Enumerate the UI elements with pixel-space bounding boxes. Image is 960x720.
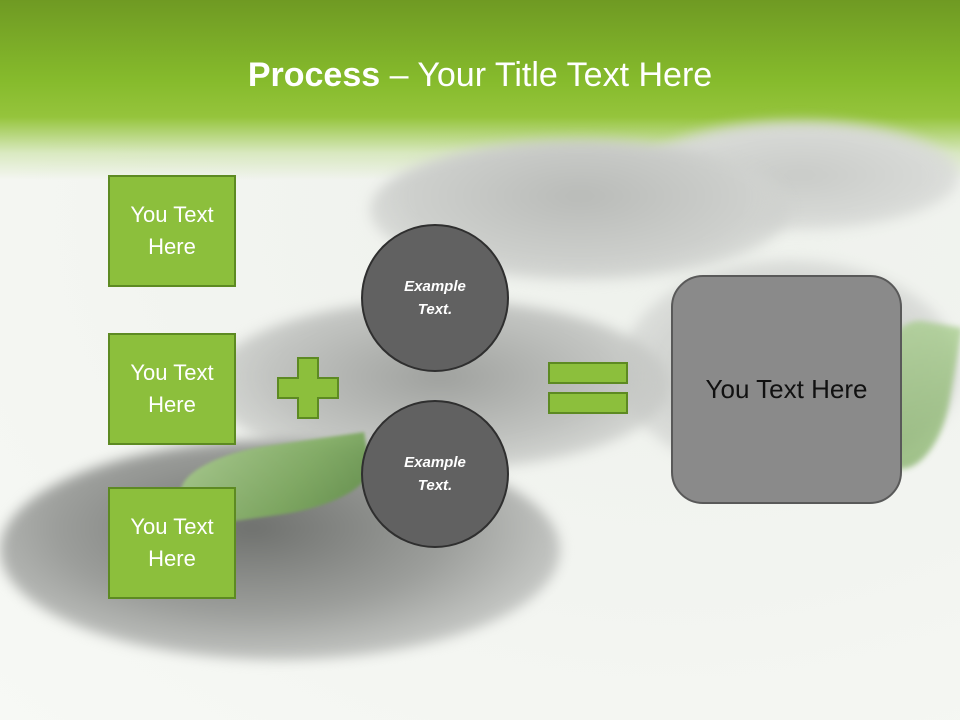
slide-title: Process – Your Title Text Here: [0, 50, 960, 100]
input-box-1: You Text Here: [108, 175, 236, 287]
example-circle-1: Example Text.: [361, 224, 509, 372]
input-box-3: You Text Here: [108, 487, 236, 599]
input-box-label: You Text Here: [130, 202, 214, 259]
title-rest: – Your Title Text Here: [380, 56, 713, 94]
input-box-label: You Text Here: [130, 360, 214, 417]
result-label: You Text Here: [705, 374, 868, 404]
example-circle-2: Example Text.: [361, 400, 509, 548]
title-bold: Process: [247, 56, 381, 94]
input-box-label: You Text Here: [130, 514, 214, 571]
result-box: You Text Here: [671, 275, 902, 504]
plus-icon: [277, 357, 339, 419]
equals-icon: [548, 362, 628, 414]
circle-label: Example Text.: [404, 278, 466, 318]
input-box-2: You Text Here: [108, 333, 236, 445]
circle-label: Example Text.: [404, 454, 466, 494]
